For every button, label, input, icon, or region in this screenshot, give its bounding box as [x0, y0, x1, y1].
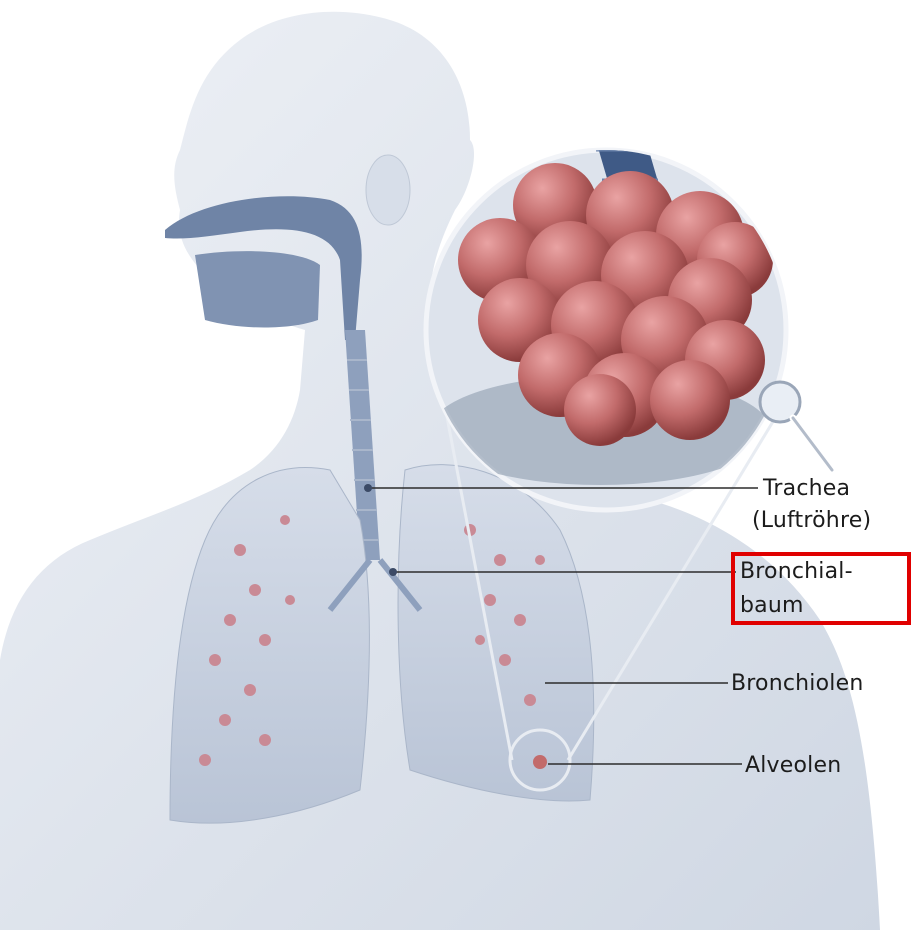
- label-trachea-german: (Luftröhre): [752, 505, 871, 536]
- label-trachea: Trachea: [763, 473, 850, 504]
- label-bronchiolen: Bronchiolen: [731, 668, 863, 699]
- label-bronchialbaum-line2: baum: [740, 590, 804, 621]
- label-alveolen: Alveolen: [745, 750, 841, 781]
- label-bronchialbaum-line1: Bronchial-: [740, 556, 853, 587]
- magnified-alveoli-view: [426, 120, 786, 510]
